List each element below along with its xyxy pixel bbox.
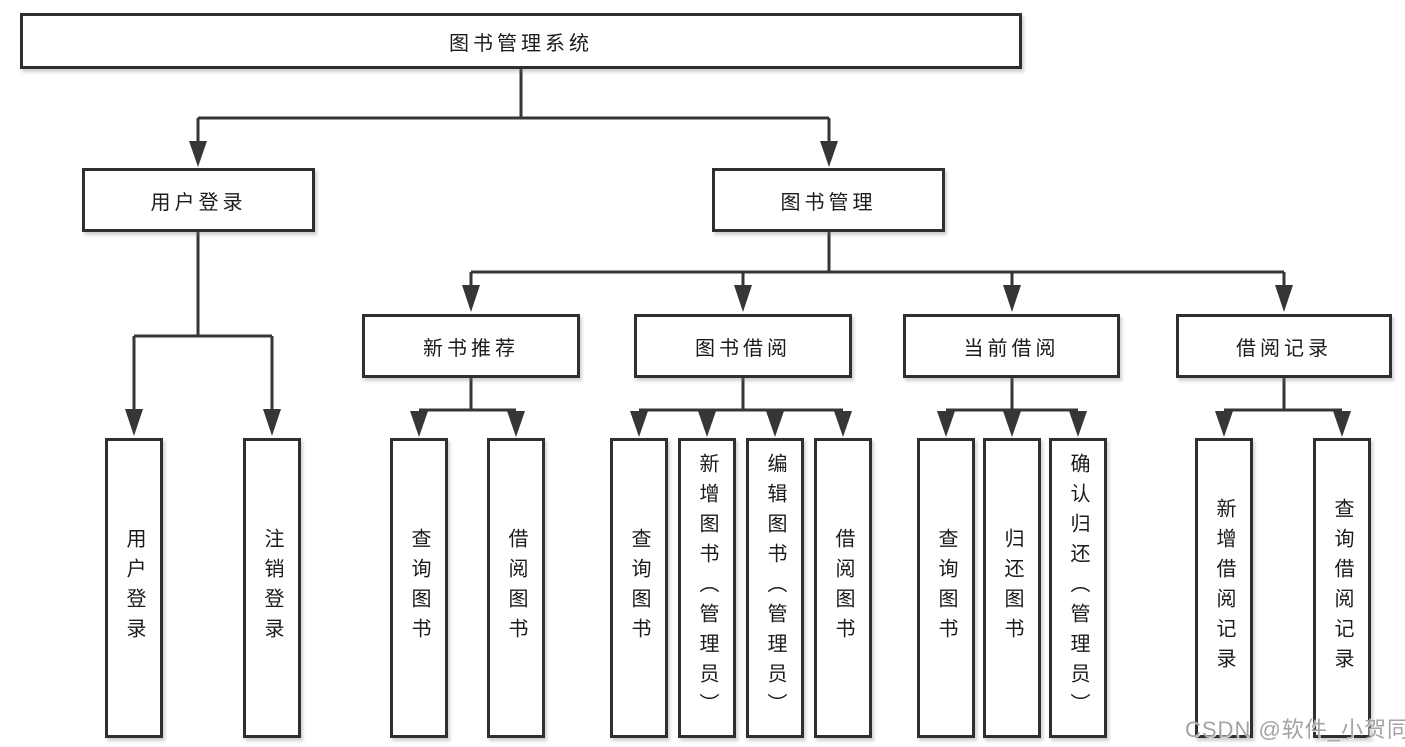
leaf-label: 用户登录 [123, 528, 145, 648]
leaf-label: 查询图书 [935, 528, 957, 648]
leaf-add-book-admin: 新增图书（管理员） [678, 438, 736, 738]
leaf-label: 查询图书 [408, 528, 430, 648]
node-label: 新书推荐 [423, 337, 519, 360]
node-label: 图书借阅 [695, 337, 791, 360]
connector-user-login-to-leaves [125, 232, 281, 436]
connector-book-management-to-level3 [462, 232, 1293, 312]
node-label: 图书管理系统 [449, 32, 593, 55]
watermark: CSDN @软件_小贺同学 [1185, 717, 1405, 742]
leaf-confirm-return-admin: 确认归还（管理员） [1049, 438, 1107, 738]
node-borrowing-records: 借阅记录 [1176, 314, 1392, 378]
connector-current-borrowing-to-leaves [937, 378, 1087, 437]
leaf-label: 确认归还（管理员） [1067, 453, 1089, 723]
leaf-query-books-borrow: 查询图书 [610, 438, 668, 738]
node-user-login: 用户登录 [82, 168, 315, 232]
node-library-management-system: 图书管理系统 [20, 13, 1022, 69]
connector-root-to-level2 [189, 69, 838, 167]
node-book-borrowing: 图书借阅 [634, 314, 852, 378]
leaf-query-books-recommend: 查询图书 [390, 438, 448, 738]
leaf-label: 归还图书 [1001, 528, 1023, 648]
node-label: 当前借阅 [963, 337, 1060, 360]
leaf-label: 注销登录 [261, 528, 283, 648]
node-label: 借阅记录 [1236, 337, 1332, 360]
leaf-label: 查询图书 [628, 528, 650, 648]
leaf-label: 查询借阅记录 [1331, 498, 1353, 678]
leaf-edit-book-admin: 编辑图书（管理员） [746, 438, 804, 738]
leaf-label: 编辑图书（管理员） [764, 453, 786, 723]
node-book-management: 图书管理 [712, 168, 945, 232]
leaf-add-borrow-record: 新增借阅记录 [1195, 438, 1253, 738]
leaf-query-borrow-record: 查询借阅记录 [1313, 438, 1371, 738]
leaf-label: 新增借阅记录 [1213, 498, 1235, 678]
leaf-borrow-books: 借阅图书 [814, 438, 872, 738]
leaf-label: 新增图书（管理员） [696, 453, 718, 723]
leaf-query-books-current: 查询图书 [917, 438, 975, 738]
connector-new-book-recommendation-to-leaves [410, 378, 525, 437]
node-current-borrowing: 当前借阅 [903, 314, 1120, 378]
node-label: 用户登录 [150, 191, 247, 214]
leaf-return-books: 归还图书 [983, 438, 1041, 738]
leaf-label: 借阅图书 [505, 528, 527, 648]
leaf-logout: 注销登录 [243, 438, 301, 738]
node-new-book-recommendation: 新书推荐 [362, 314, 580, 378]
leaf-borrow-books-recommend: 借阅图书 [487, 438, 545, 738]
node-label: 图书管理 [780, 191, 877, 214]
connector-book-borrowing-to-leaves [630, 378, 852, 437]
leaf-label: 借阅图书 [832, 528, 854, 648]
leaf-user-login: 用户登录 [105, 438, 163, 738]
connector-borrowing-records-to-leaves [1215, 378, 1351, 437]
